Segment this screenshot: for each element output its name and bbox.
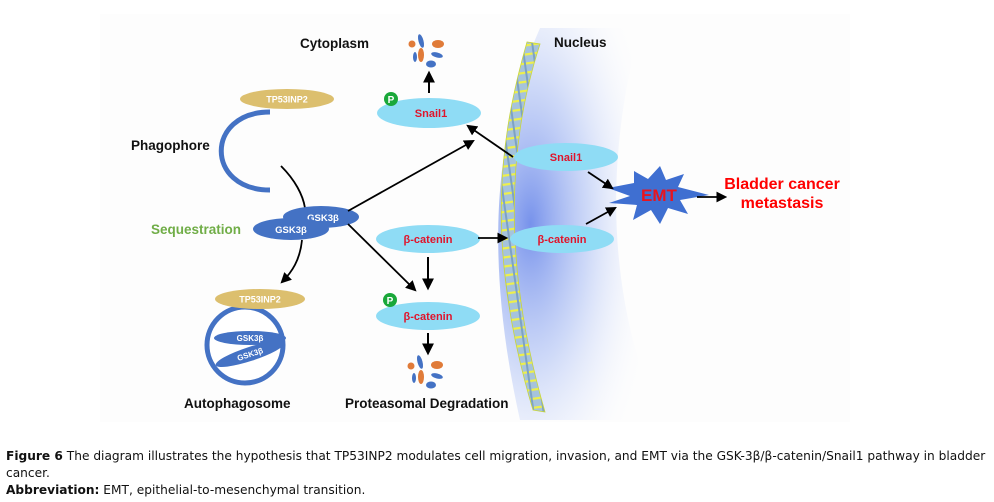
phospho-badge-bcatenin-label: P	[387, 296, 394, 307]
phospho-badge-snail1-label: P	[388, 95, 395, 106]
phospho-badge-snail1	[384, 92, 398, 106]
abbreviation-label: Abbreviation:	[6, 483, 100, 497]
figure-caption: Figure 6 The diagram illustrates the hyp…	[6, 448, 986, 499]
sequestration-label: Sequestration	[151, 222, 241, 237]
gsk3b-auto-node-a-label: GSK3β	[237, 334, 264, 343]
tp53inp2-node-top	[240, 89, 334, 109]
nuclear-membrane	[498, 28, 660, 420]
nucleus-label: Nucleus	[554, 35, 607, 50]
bcatenin-phospho-node	[376, 302, 480, 330]
cytoplasm-label: Cytoplasm	[300, 36, 369, 51]
gsk3b-node-a-label: GSK3β	[275, 225, 307, 236]
gsk3b-auto-node-a	[214, 331, 286, 345]
snail1-export-arrow	[466, 124, 514, 158]
gsk-to-snail1-arrow	[347, 139, 475, 212]
bcatenin-cyto-node	[376, 225, 480, 253]
phagophore-label: Phagophore	[131, 138, 210, 153]
gsk3b-node-b-label: GSK3β	[307, 213, 339, 224]
caption-main: Figure 6 The diagram illustrates the hyp…	[6, 448, 986, 482]
outcome-label-line2: metastasis	[741, 195, 824, 212]
bcatenin-to-emt-arrow	[585, 206, 617, 225]
snail1-nuc-node	[514, 143, 618, 171]
snail1-nuc-label: Snail1	[550, 152, 582, 164]
tp53inp2-node-bottom	[215, 289, 305, 309]
phagophore-arc	[218, 109, 271, 193]
outcome-label-line1: Bladder cancer	[724, 176, 840, 193]
emt-label: EMT	[641, 186, 678, 205]
phospho-badge-bcatenin	[383, 293, 397, 307]
gsk3b-node-a	[253, 218, 329, 240]
gsk-to-phospho-bcatenin-arrow	[347, 223, 417, 292]
snail1-cyto-label: Snail1	[415, 108, 447, 120]
phagophore-to-gsk-line	[280, 165, 306, 209]
abbreviation-text: EMT, epithelial-to-mesenchymal transitio…	[99, 483, 366, 497]
tp53inp2-node-top-label: TP53INP2	[266, 95, 308, 105]
pathway-diagram: Cytoplasm Nucleus Phagophore Sequestrati…	[131, 28, 840, 420]
snail1-to-emt-arrow	[587, 171, 614, 190]
caption-text: The diagram illustrates the hypothesis t…	[6, 449, 986, 480]
figure-number: Figure 6	[6, 449, 63, 463]
autophagosome-label: Autophagosome	[184, 396, 291, 411]
snail1-cyto-node	[377, 98, 481, 128]
gsk3b-auto-node-b	[215, 341, 285, 367]
caption-abbreviation: Abbreviation: EMT, epithelial-to-mesench…	[6, 482, 986, 499]
bcatenin-nuc-label: β-catenin	[538, 234, 587, 246]
degradation-fragments-bottom	[407, 355, 443, 389]
proteasomal-degradation-label: Proteasomal Degradation	[345, 396, 509, 411]
bcatenin-nuc-node	[510, 225, 614, 253]
gsk-to-autophagosome-arrow	[280, 239, 303, 284]
emt-star	[608, 166, 709, 224]
bcatenin-phospho-label: β-catenin	[404, 311, 453, 323]
tp53inp2-node-bottom-label: TP53INP2	[239, 295, 281, 305]
degradation-fragments-top	[408, 34, 444, 68]
bcatenin-cyto-label: β-catenin	[404, 234, 453, 246]
